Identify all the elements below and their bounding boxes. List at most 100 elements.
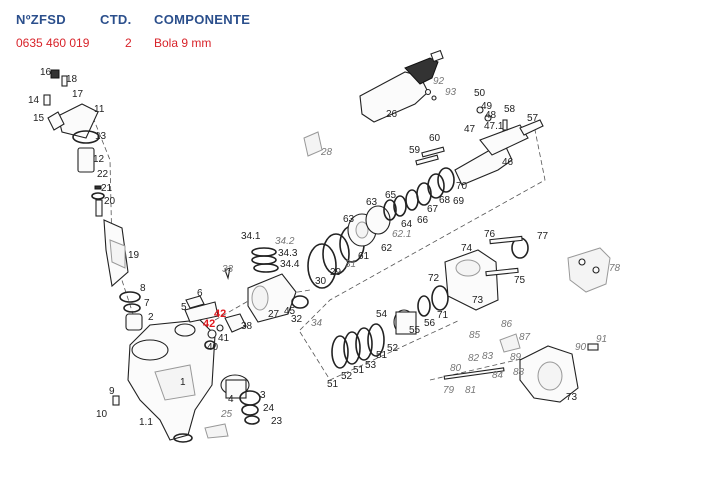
callout-label: 78: [609, 263, 621, 274]
callout-label: 34.3: [278, 248, 298, 259]
callout-label: 30: [315, 276, 327, 287]
callout-label: 27: [268, 309, 280, 320]
callout-label: 56: [424, 318, 436, 329]
callout-label: 85: [469, 330, 481, 341]
callout-label: 33: [222, 264, 234, 275]
callout-label: 93: [445, 87, 457, 98]
callout-label: 80: [450, 363, 462, 374]
callout-label: 46: [502, 157, 514, 168]
callout-label: 17: [72, 89, 84, 100]
column-header-component: COMPONENTE: [154, 12, 251, 27]
adjuster-housing: [443, 333, 599, 403]
pump-column-parts: [43, 69, 143, 331]
callout-label: 19: [128, 250, 140, 261]
callout-label: 28: [320, 147, 333, 158]
callout-label: 88: [513, 367, 525, 378]
rotary-valve: [359, 49, 444, 123]
callout-label: 52: [341, 371, 353, 382]
callout-label: 2: [148, 312, 154, 323]
callout-label: 71: [437, 310, 449, 321]
callout-label: 21: [101, 183, 113, 194]
column-header-qty: CTD.: [100, 12, 132, 27]
callout-label: 41: [218, 333, 230, 344]
callout-label: 89: [510, 352, 522, 363]
callout-label: 86: [501, 319, 513, 330]
selected-part-number: 0635 460 019: [16, 36, 90, 50]
callout-label: 32: [291, 314, 303, 325]
callout-label: 74: [461, 243, 473, 254]
callout-label: 73: [566, 392, 578, 403]
callout-label: 64: [401, 219, 413, 230]
callout-label-highlighted: 42: [203, 318, 215, 330]
callout-label: 84: [492, 370, 504, 381]
callout-label: 1: [180, 377, 186, 388]
selected-part-qty: 2: [125, 36, 132, 50]
callout-label: 81: [465, 385, 476, 396]
callout-label: 18: [66, 74, 78, 85]
callout-label: 10: [96, 409, 108, 420]
callout-label: 57: [527, 113, 539, 124]
callout-label: 3: [260, 390, 266, 401]
callout-label: 49: [481, 101, 493, 112]
callout-label: 92: [433, 76, 445, 87]
callout-label: 51: [327, 379, 339, 390]
callout-label: 13: [95, 131, 107, 142]
callout-label: 51: [376, 350, 388, 361]
mounting-bracket: [567, 247, 611, 293]
callout-label: 25: [220, 409, 233, 420]
callout-label: 11: [94, 104, 105, 115]
callout-label: 52: [387, 343, 399, 354]
ball-return-parts: [185, 295, 247, 350]
callout-label-highlighted: 42: [214, 308, 226, 320]
callout-label: 62: [381, 243, 393, 254]
callout-label: 83: [482, 351, 494, 362]
callout-label: 34.1: [241, 231, 261, 242]
callout-label: 65: [385, 190, 397, 201]
callout-label: 58: [504, 104, 516, 115]
callout-label: 26: [386, 109, 398, 120]
ghost-part-28: [303, 131, 323, 157]
callout-label: 23: [271, 416, 283, 427]
callout-label: 59: [409, 145, 421, 156]
callout-label: 82: [468, 353, 480, 364]
callout-label: 45: [284, 306, 296, 317]
callout-label: 47.1: [484, 121, 504, 132]
steering-box-housing: [112, 301, 219, 443]
callout-label: 38: [241, 321, 253, 332]
callout-label: 5: [181, 302, 187, 313]
callout-label: 29: [330, 267, 342, 278]
callout-label: 66: [417, 215, 429, 226]
callout-label: 6: [197, 288, 203, 299]
callout-label: 14: [28, 95, 40, 106]
callout-label: 34.2: [275, 236, 295, 247]
callout-label: 75: [514, 275, 526, 286]
callout-label: 51: [353, 365, 365, 376]
callout-label: 47: [464, 124, 476, 135]
callout-label: 55: [409, 325, 421, 336]
callout-label: 12: [93, 154, 105, 165]
callout-label: 69: [453, 196, 465, 207]
callout-label: 79: [443, 385, 455, 396]
callout-label: 9: [109, 386, 115, 397]
callout-label: 73: [472, 295, 484, 306]
callout-label: 91: [596, 334, 607, 345]
callout-label: 34.4: [280, 259, 300, 270]
callout-label: 72: [428, 273, 440, 284]
lower-seal-stack: [331, 285, 449, 369]
callout-label: 20: [104, 196, 116, 207]
callout-label: 62.1: [392, 229, 411, 240]
callout-label: 15: [33, 113, 45, 124]
callout-label: 8: [140, 283, 146, 294]
callout-label: 7: [144, 298, 150, 309]
callout-label: 22: [97, 169, 109, 180]
callout-label: 16: [40, 67, 52, 78]
callout-label: 1.1: [139, 417, 153, 428]
callout-label: 63: [366, 197, 378, 208]
callout-label: 40: [207, 342, 219, 353]
callout-label: 87: [519, 332, 531, 343]
callout-label: 53: [365, 360, 377, 371]
callout-labels: 16 18 14 17 15 11 13 12 22 21 20 19 8 7 …: [28, 67, 621, 428]
callout-label: 61: [358, 251, 370, 262]
callout-label: 67: [427, 204, 439, 215]
